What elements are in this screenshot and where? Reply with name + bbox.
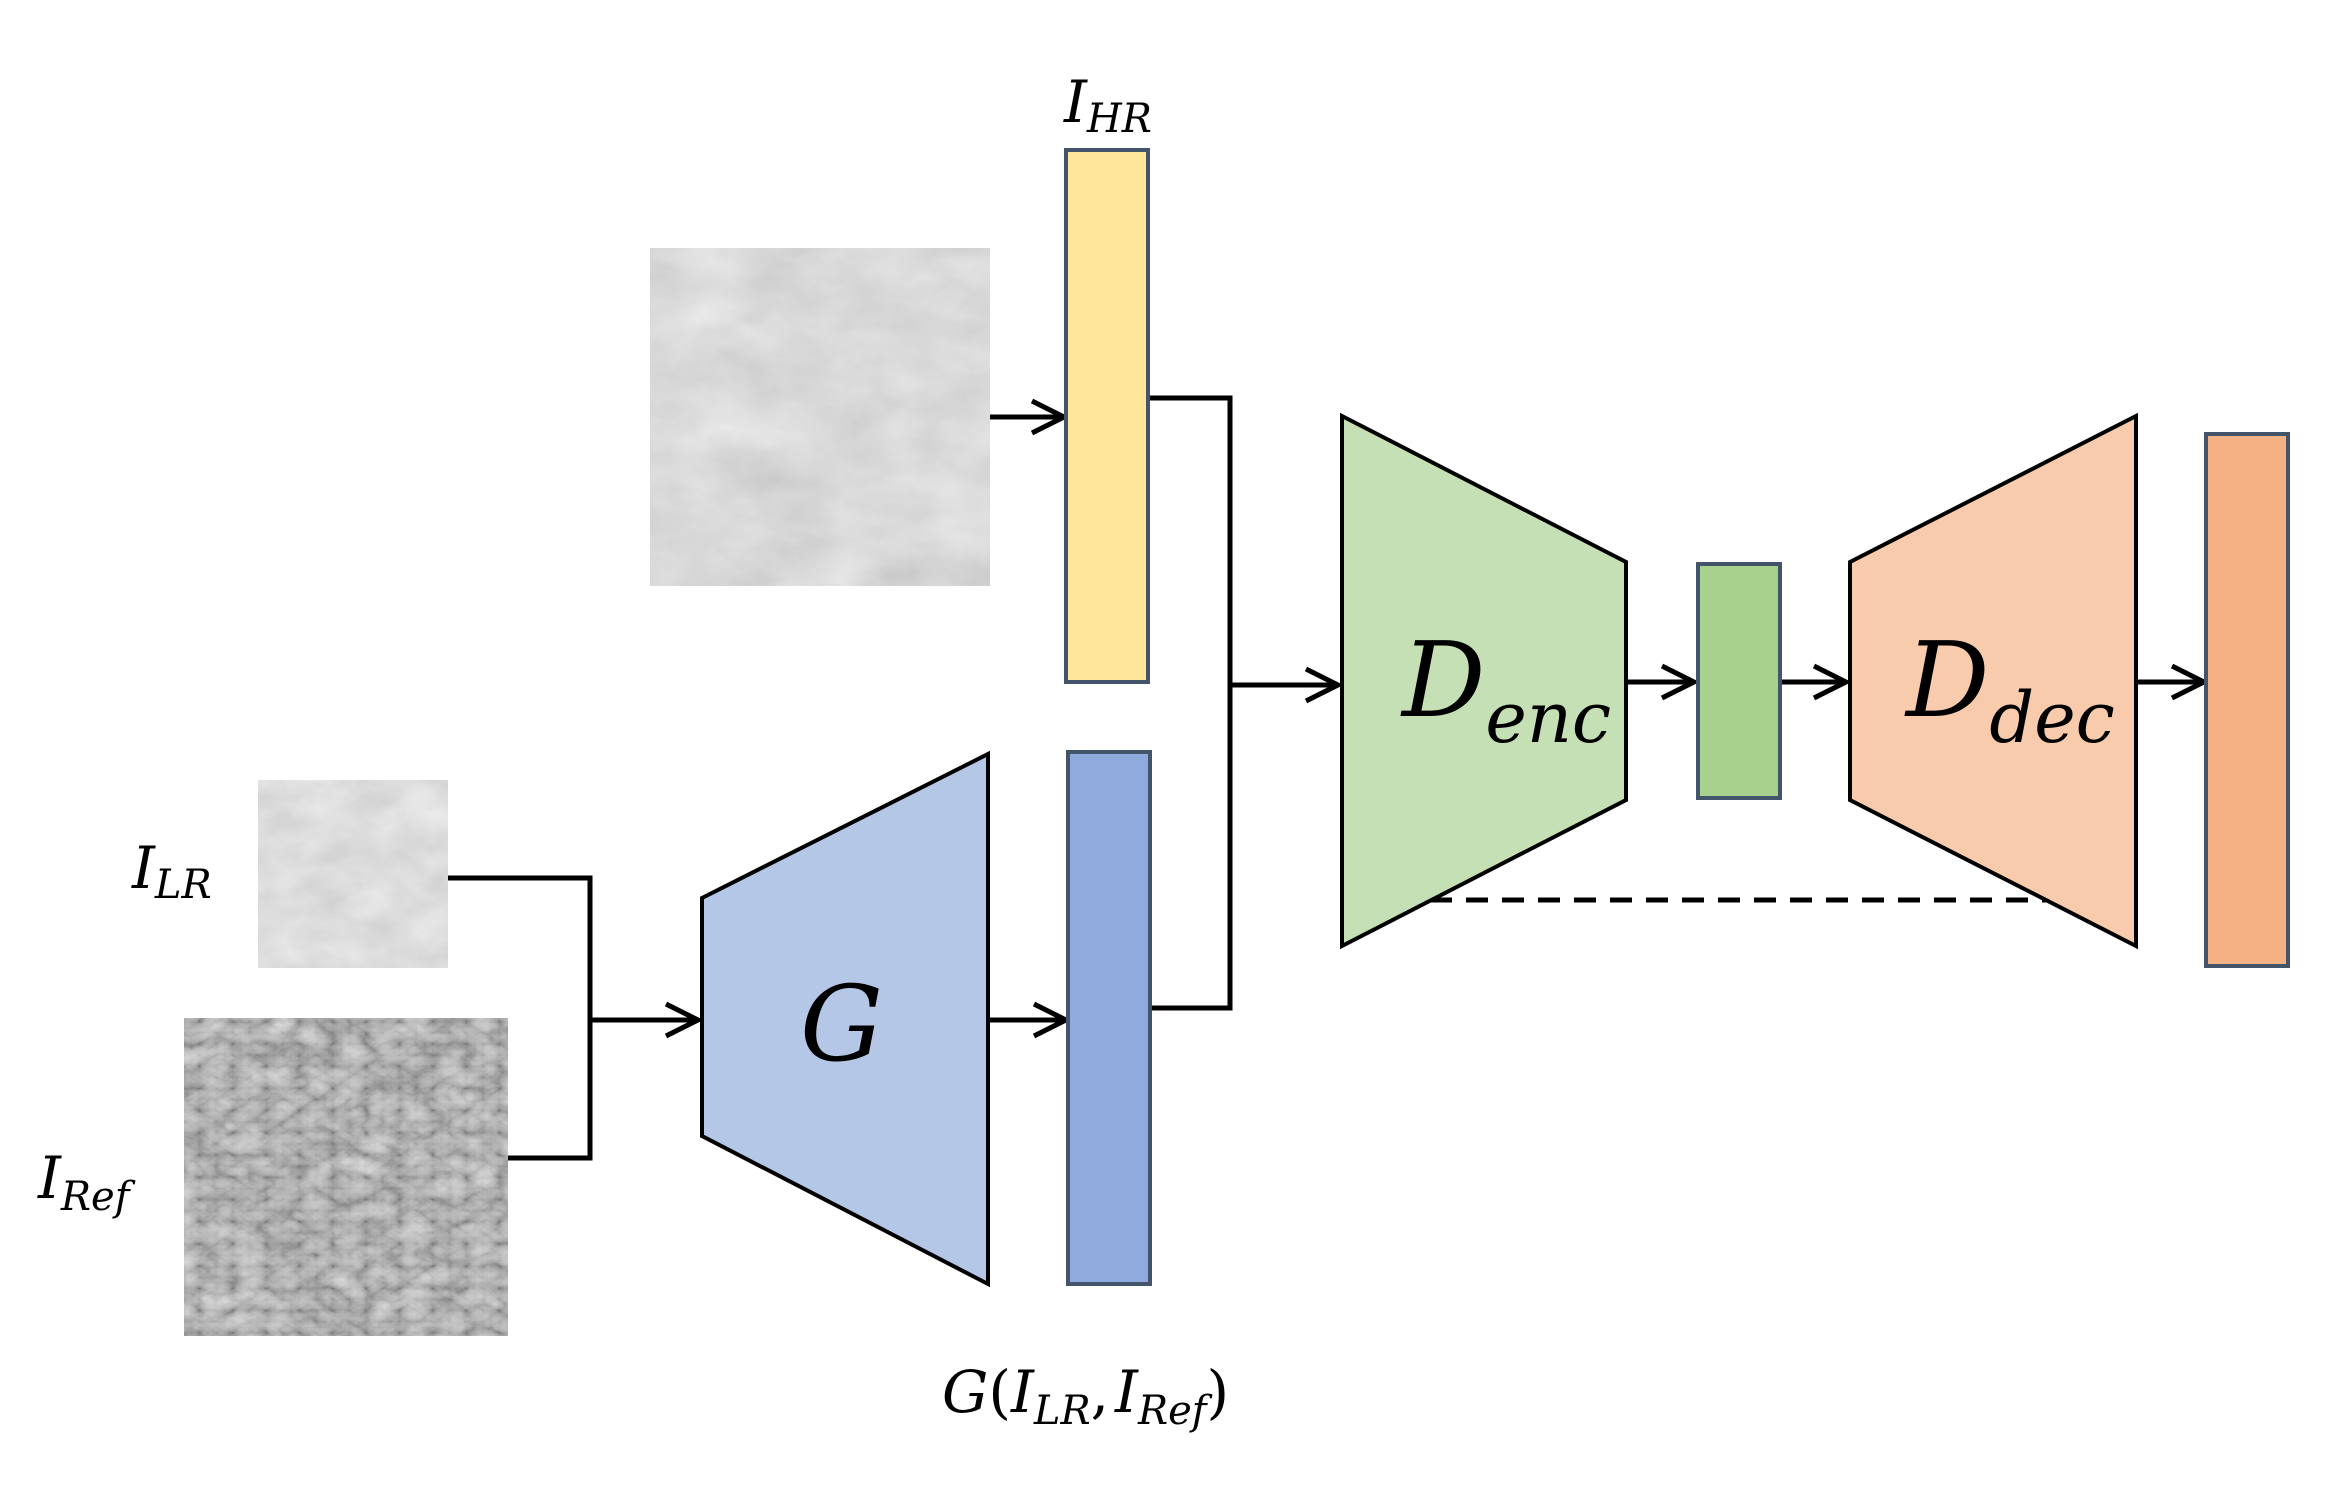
label-i-hr: IHR [1063, 68, 1152, 142]
label-i-ref: IRef [37, 1144, 136, 1220]
hr-terrain-image [650, 248, 990, 586]
lr-terrain-image [258, 780, 448, 968]
bottleneck-block [1696, 562, 1782, 800]
generator-block [700, 750, 990, 1288]
label-generator: G [800, 963, 883, 1085]
encoder-block [1340, 412, 1628, 950]
label-generator-output: G(ILR,IRef) [942, 1358, 1229, 1434]
ref-terrain-image [184, 1018, 508, 1336]
label-i-lr: ILR [131, 834, 212, 908]
decoder-output-block [2204, 432, 2290, 968]
label-decoder: Ddec [1904, 619, 2115, 759]
label-encoder: Denc [1400, 619, 1611, 759]
generator-output-block [1066, 750, 1152, 1286]
decoder-block [1848, 412, 2138, 950]
hr-feature-block [1064, 148, 1150, 684]
connectors [448, 395, 2204, 1161]
